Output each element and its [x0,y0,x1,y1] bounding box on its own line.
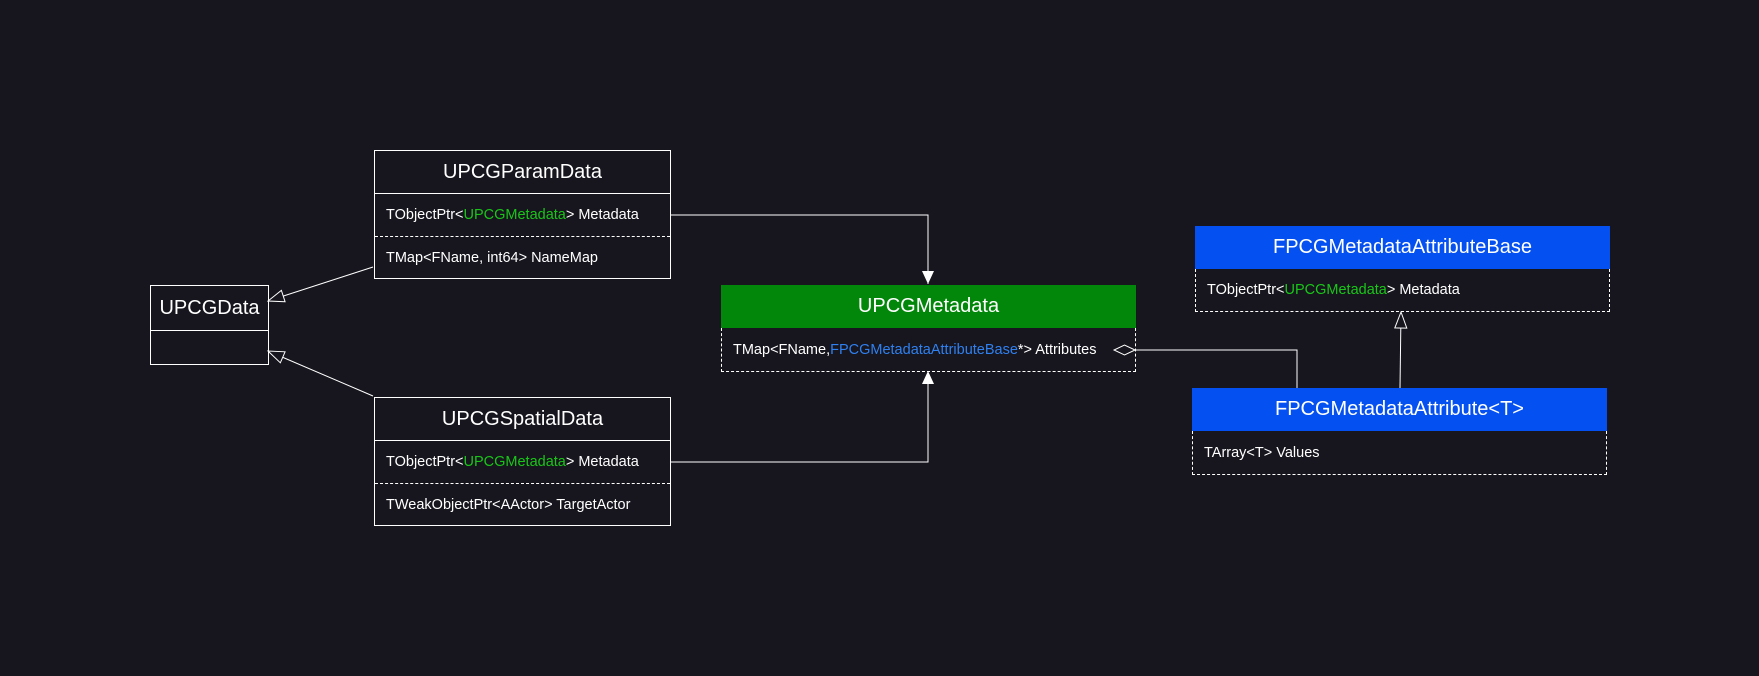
association-line-spatialdata-to-metadata [670,371,934,463]
class-name-upcgspatialdata: UPCGSpatialData [375,398,670,441]
class-name-attribute: FPCGMetadataAttribute<T> [1192,388,1607,431]
field-suffix: *> Attributes [1017,341,1097,358]
type-link-upcgmetadata: UPCGMetadata [463,207,566,223]
field-suffix: > Metadata [565,454,639,470]
type-link-attributebase: FPCGMetadataAttributeBase [830,341,1018,358]
field-values: TArray<T> Values [1192,431,1607,475]
class-box-upcgparamdata[interactable]: UPCGParamData TObjectPtr<UPCGMetadata> M… [374,150,671,279]
field-prefix: TObjectPtr< [386,207,464,223]
class-box-upcgmetadata[interactable]: UPCGMetadata TMap<FName, FPCGMetadataAtt… [721,285,1136,372]
class-box-upcgspatialdata[interactable]: UPCGSpatialData TObjectPtr<UPCGMetadata>… [374,397,671,526]
class-box-fpcgmetadataattribute[interactable]: FPCGMetadataAttribute<T> TArray<T> Value… [1192,388,1607,475]
association-line-paramdata-to-metadata [670,214,934,284]
field-suffix: > Metadata [565,207,639,223]
inheritance-line-attribute-to-attributebase [1400,312,1401,389]
inheritance-line-paramdata-to-pcgdata [268,266,374,301]
field-prefix: TObjectPtr< [1207,282,1285,298]
field-attributes: TMap<FName, FPCGMetadataAttributeBase*> … [721,328,1136,372]
class-body-upcgdata [151,330,268,365]
field-prefix: TObjectPtr< [386,454,464,470]
field-namemap: TMap<FName, int64> NameMap [375,236,670,278]
class-name-attributebase: FPCGMetadataAttributeBase [1195,226,1610,269]
field-metadata-spatialdata: TObjectPtr<UPCGMetadata> Metadata [375,441,670,483]
field-prefix: TMap<FName, [733,341,831,358]
field-suffix: > Metadata [1386,282,1460,298]
aggregation-line-attribute-to-metadata [1135,350,1298,388]
type-link-upcgmetadata: UPCGMetadata [1284,282,1387,298]
inheritance-line-spatialdata-to-pcgdata [268,351,374,397]
class-name-upcgdata: UPCGData [159,296,260,319]
class-box-fpcgmetadataattributebase[interactable]: FPCGMetadataAttributeBase TObjectPtr<UPC… [1195,226,1610,312]
class-name-upcgparamdata: UPCGParamData [375,151,670,194]
field-targetactor: TWeakObjectPtr<AActor> TargetActor [375,483,670,525]
type-link-upcgmetadata: UPCGMetadata [463,454,566,470]
class-name-upcgmetadata: UPCGMetadata [721,285,1136,328]
class-box-upcgdata[interactable]: UPCGData [150,285,269,365]
field-metadata-attributebase: TObjectPtr<UPCGMetadata> Metadata [1195,269,1610,312]
field-metadata-paramdata: TObjectPtr<UPCGMetadata> Metadata [375,194,670,236]
